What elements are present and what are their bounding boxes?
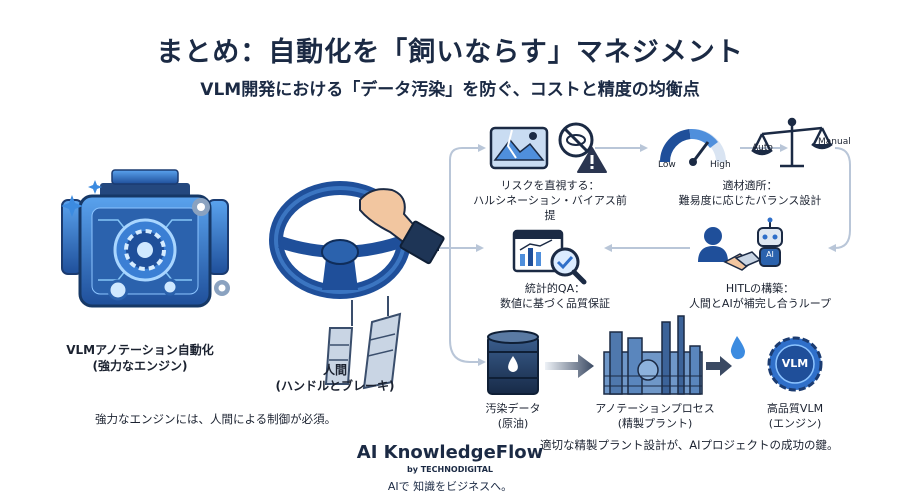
sparkle-icon — [61, 180, 102, 217]
page-subtitle: VLM開発における「データ汚染」を防ぐ、コストと精度の均衡点 — [200, 80, 700, 100]
engine-icon — [61, 169, 229, 308]
engine-label-sub: (強力なエンジン) — [92, 359, 188, 373]
hand-icon — [359, 188, 445, 265]
no-eye-icon — [558, 122, 594, 158]
vlm-sub: (エンジン) — [768, 417, 822, 430]
qa-caption-sub: 数値に基づく品質保証 — [500, 297, 610, 310]
gauge-icon — [659, 128, 726, 166]
image-icon — [489, 126, 549, 170]
connector-arrowheads — [476, 144, 836, 366]
raw-data-title: 汚染データ — [485, 402, 541, 415]
brand-name: AI KnowledgeFlow — [356, 442, 544, 463]
balance-scale-icon — [751, 117, 833, 168]
vlm-badge-text: VLM — [781, 357, 809, 370]
qa-caption: 統計的QA： 数値に基づく品質保証 — [490, 281, 620, 311]
qa-caption-title: 統計的QA： — [524, 282, 586, 295]
human-label-sub: (ハンドルとブレーキ) — [275, 379, 395, 393]
hitl-caption: HITLの構築： 人間とAIが補完し合うループ — [675, 281, 845, 311]
person-icon — [698, 227, 728, 262]
risk-caption: リスクを直視する： ハルシネーション・バイアス前提 — [470, 178, 630, 223]
scale-auto-label: Auto — [752, 143, 773, 153]
risk-caption-title: リスクを直視する： — [500, 179, 600, 192]
robot-icon — [757, 217, 783, 267]
magnifier-check-icon — [550, 247, 587, 285]
left-note: 強力なエンジンには、人間による制御が必須。 — [95, 412, 337, 426]
water-drop-icon — [730, 336, 745, 360]
brand-tagline: AIで 知識をビジネスへ。 — [387, 480, 513, 493]
gear-icon — [192, 198, 230, 296]
gauge-low-label: Low — [658, 160, 676, 170]
pipeline-note: 適切な精製プラント設計が、AIプロジェクトの成功の鍵。 — [540, 438, 839, 452]
human-label: 人間 (ハンドルとブレーキ) — [250, 362, 420, 394]
connector-lines — [430, 147, 851, 363]
fit-caption-title: 適材適所： — [722, 179, 778, 192]
engine-label: VLMアノテーション自動化 (強力なエンジン) — [40, 342, 240, 374]
vlm-caption: 高品質VLM (エンジン) — [745, 401, 845, 431]
vlm-title: 高品質VLM — [766, 402, 824, 415]
page-title: まとめ：自動化を「飼いならす」マネジメント — [156, 37, 744, 68]
handshake-icon — [723, 251, 762, 271]
gauge-high-label: High — [710, 160, 731, 170]
plant-caption: アノテーションプロセス (精製プラント) — [585, 401, 725, 431]
hitl-caption-title: HITLの構築： — [725, 282, 795, 295]
risk-caption-sub: ハルシネーション・バイアス前提 — [473, 194, 627, 222]
human-label-main: 人間 — [322, 363, 347, 377]
robot-ai-badge: AI — [766, 250, 774, 259]
plant-sub: (精製プラント) — [617, 417, 693, 430]
flow-arrow-2 — [706, 356, 732, 376]
fit-caption-sub: 難易度に応じたバランス設計 — [678, 194, 822, 207]
brand-by: by TECHNODIGITAL — [407, 465, 493, 474]
scale-manual-label: Manual — [818, 137, 851, 147]
refinery-plant-icon — [603, 315, 703, 395]
engine-label-main: VLMアノテーション自動化 — [66, 343, 214, 357]
fit-caption: 適材適所： 難易度に応じたバランス設計 — [660, 178, 840, 208]
flow-arrow — [545, 354, 594, 378]
plant-title: アノテーションプロセス — [595, 402, 715, 415]
raw-data-caption: 汚染データ (原油) — [468, 401, 558, 431]
raw-data-sub: (原油) — [497, 417, 529, 430]
oil-barrel-icon — [487, 330, 539, 395]
vlm-engine-icon — [767, 336, 823, 392]
pedal-icon — [324, 296, 402, 390]
warning-icon — [577, 147, 607, 173]
hitl-caption-sub: 人間とAIが補完し合うループ — [688, 297, 832, 310]
